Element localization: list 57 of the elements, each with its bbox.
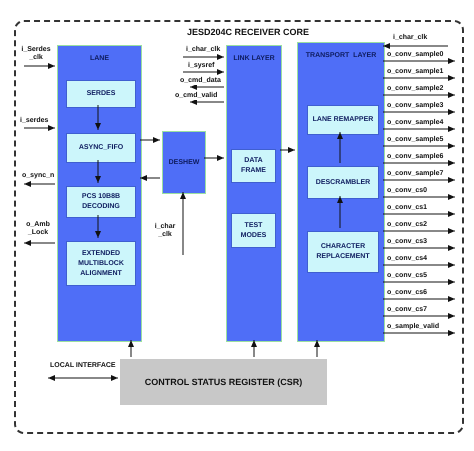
arrow (314, 340, 320, 358)
sub-block (66, 241, 136, 286)
arrow (140, 137, 160, 143)
block-label: JESD204C RECEIVER CORE (186, 26, 310, 38)
sub-block (231, 213, 276, 248)
arrow (95, 214, 101, 238)
signal-arrow (382, 211, 456, 217)
arrow (337, 196, 343, 228)
arrow (251, 340, 257, 358)
signal-arrow (382, 58, 456, 64)
sub-block (231, 149, 276, 183)
signal-arrow (382, 109, 456, 115)
arrow (95, 104, 101, 130)
signal-arrow (180, 192, 186, 256)
signal-arrow (382, 194, 456, 200)
signal-arrow (190, 84, 224, 90)
sub-block (307, 166, 379, 199)
signal-arrow (382, 228, 456, 234)
signal-arrow (382, 177, 456, 183)
core-boundary (14, 20, 464, 434)
signal-arrow (382, 75, 456, 81)
signal-arrow (24, 63, 56, 69)
sub-block (66, 80, 136, 108)
signal-arrow (382, 126, 456, 132)
signal-arrow (24, 125, 56, 131)
signal-arrow (190, 99, 224, 105)
signal-arrow (382, 296, 456, 302)
signal-arrow (382, 143, 456, 149)
sub-block (307, 105, 379, 135)
arrow (280, 147, 296, 153)
signal-arrow (48, 375, 118, 381)
signal-arrow (382, 92, 456, 98)
block (226, 45, 282, 342)
block (297, 42, 385, 342)
signal-arrow (182, 69, 224, 75)
signal-arrow (24, 181, 56, 187)
block (162, 131, 206, 194)
signal-arrow (382, 262, 456, 268)
arrow (128, 340, 134, 358)
signal-arrow (24, 240, 56, 246)
signal-arrow (382, 313, 456, 319)
signal-arrow (382, 279, 456, 285)
block (57, 45, 142, 342)
signal-arrow (382, 245, 456, 251)
arrow (95, 160, 101, 184)
sub-block (66, 186, 136, 218)
signal-arrow (182, 54, 224, 60)
signal-arrow (382, 330, 456, 336)
arrow (204, 155, 224, 161)
arrow (337, 132, 343, 164)
signal-arrow (382, 43, 448, 49)
sub-block (307, 231, 379, 273)
register-block (120, 359, 327, 405)
signal-arrow (382, 160, 456, 166)
arrow (140, 175, 160, 181)
sub-block (66, 133, 136, 163)
block-label: CONTROL STATUS REGISTER (CSR) (144, 376, 304, 388)
